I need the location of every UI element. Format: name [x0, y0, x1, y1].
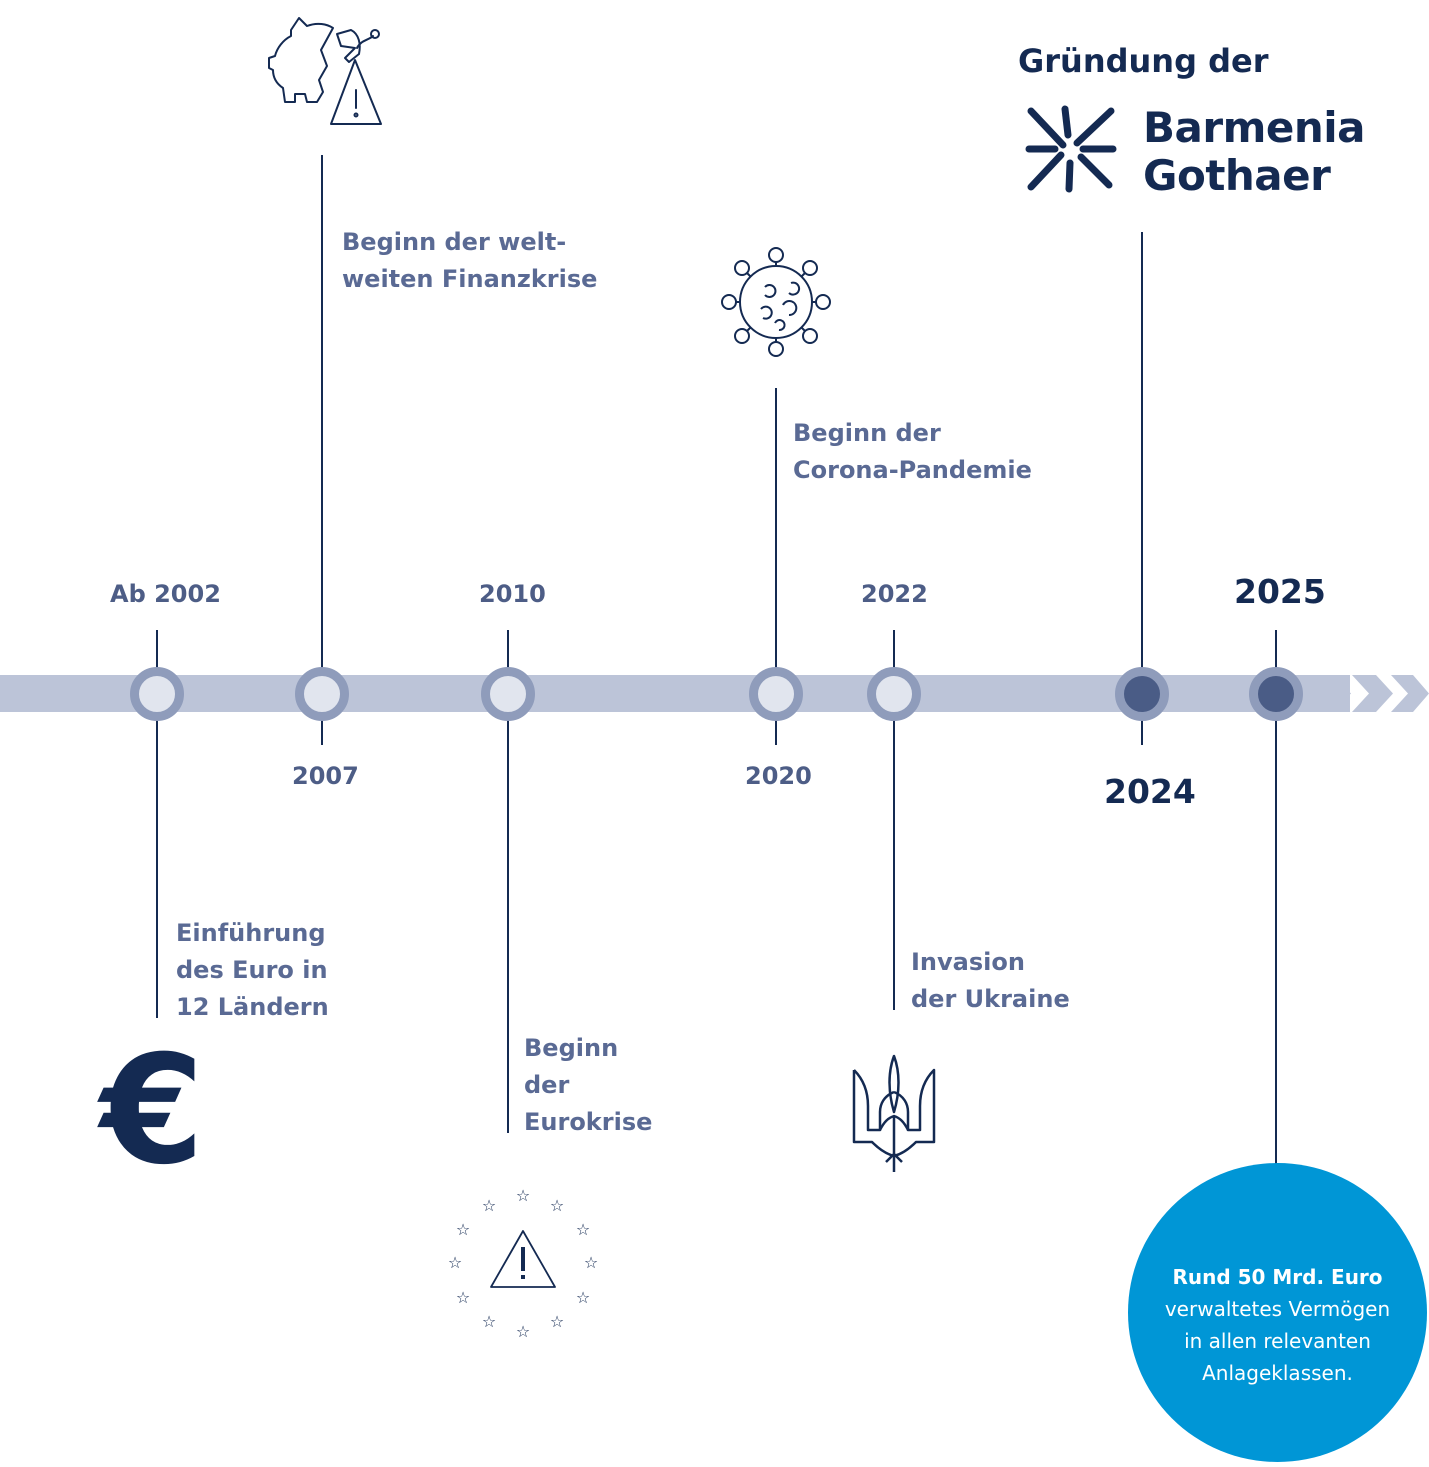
svg-text:☆: ☆ — [550, 1312, 564, 1331]
year-2022: 2022 — [861, 580, 928, 608]
eu-stars-warning-icon: ☆ ☆ ☆ ☆ ☆ ☆ ☆ ☆ ☆ ☆ ☆ ☆ — [448, 1186, 598, 1341]
year-2020: 2020 — [745, 762, 812, 790]
svg-text:☆: ☆ — [576, 1288, 590, 1307]
year-2002: Ab 2002 — [110, 580, 221, 608]
svg-text:☆: ☆ — [576, 1220, 590, 1239]
callout-line-3: in allen relevanten — [1184, 1329, 1371, 1353]
virus-icon — [721, 247, 831, 357]
svg-text:☆: ☆ — [516, 1186, 530, 1205]
connector-2010-bottom — [507, 710, 509, 1133]
node-2025 — [1249, 667, 1303, 721]
euro-icon: € — [100, 1024, 205, 1198]
founding-title: Gründung der — [1018, 42, 1269, 80]
barmenia-gothaer-logo-mark — [1025, 105, 1117, 193]
node-2007 — [295, 667, 349, 721]
logo-wordmark: Barmenia Gothaer — [1143, 103, 1365, 200]
connector-2024-top — [1141, 232, 1143, 680]
connector-2002-top — [156, 630, 158, 680]
connector-2020-top — [775, 388, 777, 680]
connector-2007-top — [321, 155, 323, 680]
connector-2025-bottom — [1275, 710, 1277, 1165]
assets-callout: Rund 50 Mrd. Euro verwaltetes Vermögen i… — [1128, 1163, 1427, 1462]
callout-line-1: Rund 50 Mrd. Euro — [1172, 1265, 1383, 1289]
node-2022 — [867, 667, 921, 721]
event-label-2010: Beginn der Eurokrise — [524, 1034, 653, 1136]
connector-2024-bottom — [1141, 710, 1143, 745]
svg-text:☆: ☆ — [584, 1253, 598, 1272]
node-2010 — [481, 667, 535, 721]
connector-2022-top — [893, 630, 895, 680]
connector-2020-bottom — [775, 710, 777, 745]
connector-2010-top — [507, 630, 509, 680]
year-2007: 2007 — [292, 762, 359, 790]
connector-2025-top — [1275, 630, 1277, 680]
callout-line-4: Anlageklassen. — [1202, 1361, 1353, 1385]
ukraine-trident-icon — [852, 1054, 936, 1172]
node-2024 — [1115, 667, 1169, 721]
connector-2022-bottom — [893, 710, 895, 1010]
year-2010: 2010 — [479, 580, 546, 608]
year-2025: 2025 — [1234, 572, 1326, 611]
event-label-2022: Invasion der Ukraine — [911, 948, 1070, 1013]
broken-piggy-bank-warning-icon — [268, 17, 382, 125]
timeline-arrows — [1320, 675, 1429, 712]
svg-text:☆: ☆ — [456, 1288, 470, 1307]
svg-text:☆: ☆ — [456, 1220, 470, 1239]
connector-2002-bottom — [156, 710, 158, 1018]
svg-text:☆: ☆ — [448, 1253, 462, 1272]
svg-text:☆: ☆ — [482, 1312, 496, 1331]
connector-2007-bottom — [321, 710, 323, 745]
event-label-2007: Beginn der welt- weiten Finanzkrise — [342, 228, 598, 293]
event-label-2002: Einführung des Euro in 12 Ländern — [176, 919, 329, 1021]
node-2002 — [130, 667, 184, 721]
svg-text:☆: ☆ — [482, 1196, 496, 1215]
year-2024: 2024 — [1104, 772, 1196, 811]
event-label-2020: Beginn der Corona-Pandemie — [793, 419, 1032, 484]
node-2020 — [749, 667, 803, 721]
svg-text:☆: ☆ — [516, 1322, 530, 1341]
svg-text:☆: ☆ — [550, 1196, 564, 1215]
callout-line-2: verwaltetes Vermögen — [1164, 1297, 1391, 1321]
